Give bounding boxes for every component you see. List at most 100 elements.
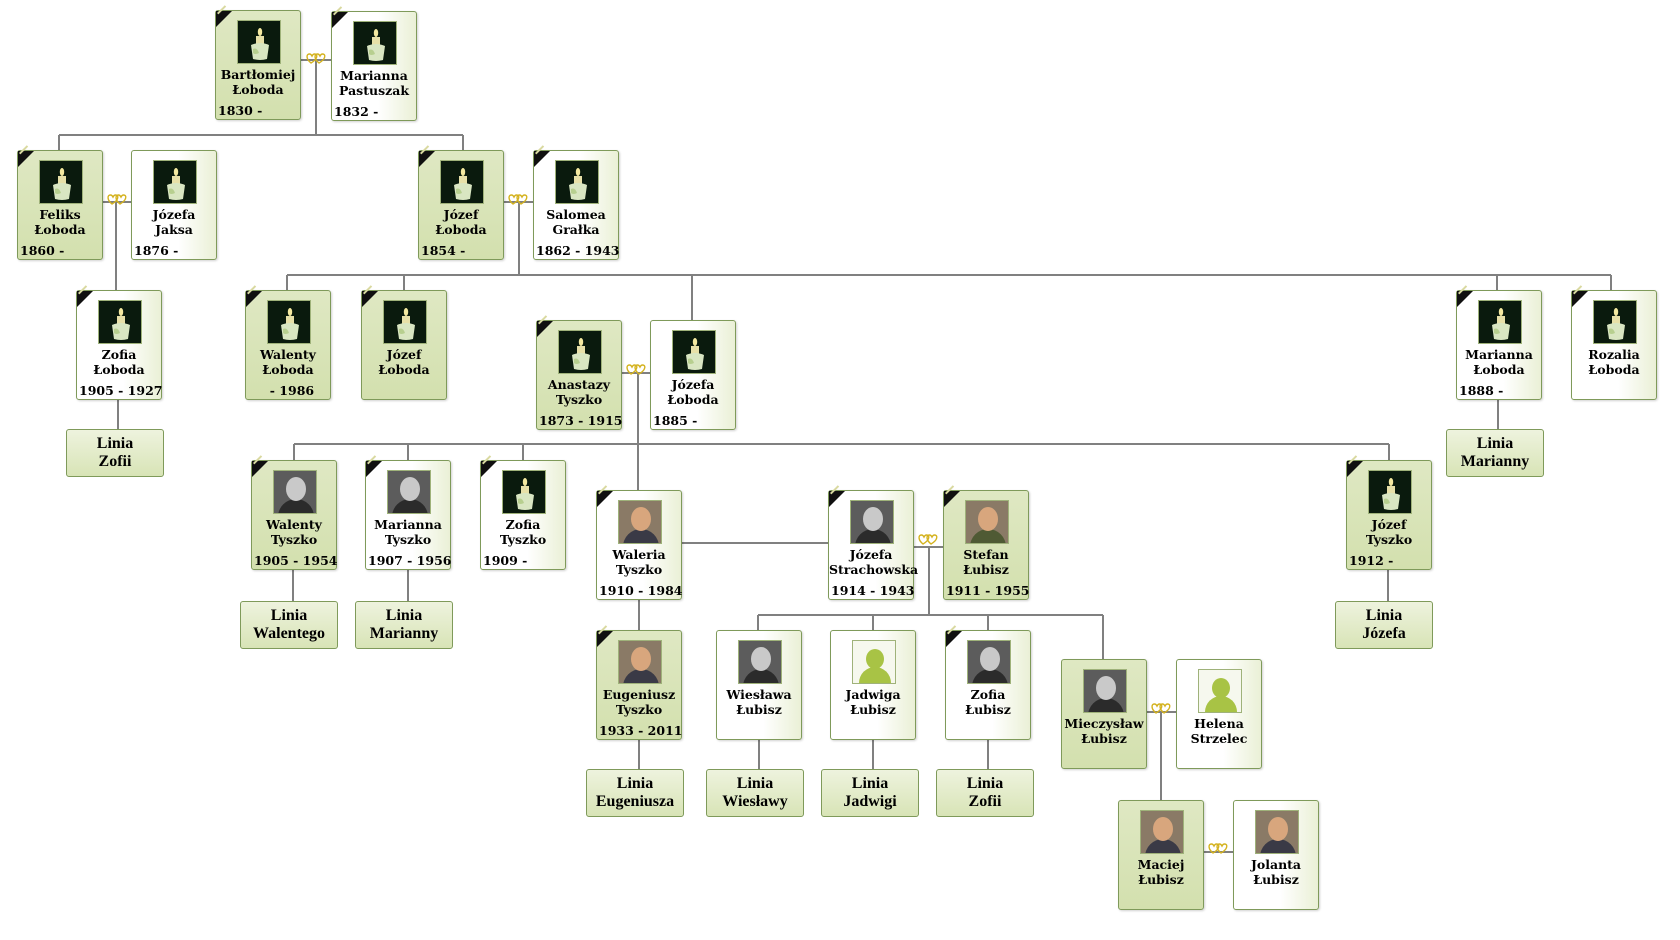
person-card-marianna-t[interactable]: Marianna Tyszko 1907 - 1956: [365, 460, 451, 570]
first-name: Anastazy: [547, 377, 611, 392]
person-card-feliks[interactable]: Feliks Łoboda 1860 -: [17, 150, 103, 260]
marriage-hearts-icon[interactable]: [1150, 700, 1172, 714]
last-name: Łoboda: [667, 392, 719, 407]
last-name: Jaksa: [155, 222, 193, 237]
life-dates: 1830 -: [218, 103, 263, 118]
person-name: Maciej Łubisz: [1119, 857, 1203, 887]
person-name: Zofia Tyszko: [481, 517, 565, 547]
person-card-jozefa-s[interactable]: Józefa Strachowska 1914 - 1943: [828, 490, 918, 600]
person-card-jozefa-j[interactable]: Józefa Jaksa 1876 -: [131, 150, 217, 260]
linia-zofii-1-button[interactable]: Linia Zofii: [66, 429, 164, 477]
person-card-zofia-l[interactable]: Zofia Łoboda 1905 - 1927: [76, 290, 162, 400]
person-card-jadwiga[interactable]: Jadwiga Łubisz: [830, 630, 916, 740]
portrait-photo[interactable]: [618, 640, 662, 684]
portrait-photo[interactable]: [1255, 810, 1299, 854]
marriage-hearts-icon[interactable]: [917, 531, 939, 545]
candle-icon: [516, 478, 534, 510]
last-name: Grałka: [552, 222, 600, 237]
marriage-hearts-icon[interactable]: [1207, 840, 1229, 854]
first-name: Bartłomiej: [220, 67, 296, 82]
first-name: Józef: [386, 347, 422, 362]
linia-walentego-button[interactable]: Linia Walentego: [240, 601, 338, 649]
person-card-jolanta[interactable]: Jolanta Łubisz: [1233, 800, 1319, 910]
candle-icon: [251, 28, 269, 60]
mourning-ribbon-icon: [216, 11, 232, 27]
person-card-wieslawa[interactable]: Wiesława Łubisz: [716, 630, 802, 740]
linia-jozefa-button[interactable]: Linia Józefa: [1335, 601, 1433, 649]
person-card-helena[interactable]: Helena Strzelec: [1176, 659, 1262, 769]
first-name: Feliks: [39, 207, 81, 222]
linia-marianny-1-button[interactable]: Linia Marianny: [1446, 429, 1544, 477]
heart-icon: [107, 194, 127, 205]
life-dates: 1905 - 1927: [79, 383, 163, 398]
linia-wieslawy-button[interactable]: Linia Wiesławy: [706, 769, 804, 817]
person-card-walenty-t[interactable]: Walenty Tyszko 1905 - 1954: [251, 460, 337, 570]
person-card-rozalia[interactable]: Rozalia Łoboda: [1571, 290, 1657, 400]
linia-marianny-2-button[interactable]: Linia Marianny: [355, 601, 453, 649]
last-name: Łoboda: [378, 362, 430, 377]
person-card-maciej[interactable]: Maciej Łubisz: [1118, 800, 1204, 910]
life-dates: 1888 -: [1459, 383, 1504, 398]
line-label: Linia: [385, 607, 423, 624]
person-card-waleria[interactable]: Waleria Tyszko 1910 - 1984: [596, 490, 682, 600]
mourning-ribbon-icon: [18, 151, 34, 167]
person-card-bartlomiej[interactable]: Bartłomiej Łoboda 1830 -: [215, 10, 301, 120]
person-card-eugeniusz[interactable]: Eugeniusz Tyszko 1933 - 2011: [596, 630, 682, 740]
person-card-anastazy[interactable]: Anastazy Tyszko 1873 - 1915: [536, 320, 622, 430]
first-name: Eugeniusz: [602, 687, 676, 702]
portrait-photo[interactable]: [1083, 669, 1127, 713]
last-name: Strzelec: [1190, 731, 1248, 746]
person-name: Józefa Jaksa: [132, 207, 216, 237]
person-card-zofia-lu[interactable]: Zofia Łubisz: [945, 630, 1031, 740]
person-name: Wiesława Łubisz: [717, 687, 801, 717]
first-name: Marianna: [340, 68, 408, 83]
person-card-marianna-p[interactable]: Marianna Pastuszak 1832 -: [331, 11, 417, 121]
person-card-jozef-t[interactable]: Józef Tyszko 1912 -: [1346, 460, 1432, 570]
portrait-photo[interactable]: [965, 500, 1009, 544]
candle-photo-icon: [502, 470, 546, 514]
person-card-jozef-l2[interactable]: Józef Łoboda: [361, 290, 447, 400]
portrait-photo[interactable]: [618, 500, 662, 544]
marriage-hearts-icon[interactable]: [106, 191, 128, 205]
portrait-photo[interactable]: [273, 470, 317, 514]
marriage-hearts-icon[interactable]: [305, 50, 327, 64]
linia-jadwigi-button[interactable]: Linia Jadwigi: [821, 769, 919, 817]
linia-eugeniusza-button[interactable]: Linia Eugeniusza: [586, 769, 684, 817]
first-name: Zofia: [101, 347, 137, 362]
avatar-placeholder-icon: [1198, 669, 1242, 713]
marriage-hearts-icon[interactable]: [625, 361, 647, 375]
portrait-photo[interactable]: [850, 500, 894, 544]
life-dates: 1862 - 1943: [536, 243, 620, 258]
person-card-zofia-t[interactable]: Zofia Tyszko 1909 -: [480, 460, 566, 570]
mourning-ribbon-icon: [246, 291, 262, 307]
life-dates: - 1986: [248, 383, 315, 398]
mourning-ribbon-icon: [362, 291, 378, 307]
first-name: Józefa: [671, 377, 715, 392]
marriage-hearts-icon[interactable]: [507, 191, 529, 205]
portrait-photo[interactable]: [738, 640, 782, 684]
person-card-mieczyslaw[interactable]: Mieczysław Łubisz: [1061, 659, 1147, 769]
life-dates: 1910 - 1984: [599, 583, 683, 598]
last-name: Tyszko: [615, 702, 663, 717]
life-dates: 1909 -: [483, 553, 528, 568]
mourning-ribbon-icon: [332, 12, 348, 28]
person-card-walenty-l[interactable]: Walenty Łoboda - 1986: [245, 290, 331, 400]
portrait-photo[interactable]: [1140, 810, 1184, 854]
person-card-stefan[interactable]: Stefan Łubisz 1911 - 1955: [943, 490, 1029, 600]
last-name: Tyszko: [1365, 532, 1413, 547]
person-name: Walenty Tyszko: [252, 517, 336, 547]
person-name: Mieczysław Łubisz: [1062, 716, 1146, 746]
person-card-jozef-l[interactable]: Józef Łoboda 1854 -: [418, 150, 504, 260]
person-card-marianna-l[interactable]: Marianna Łoboda 1888 -: [1456, 290, 1542, 400]
life-dates: 1854 -: [421, 243, 466, 258]
portrait-photo[interactable]: [387, 470, 431, 514]
first-name: Jadwiga: [845, 687, 901, 702]
person-card-salomea[interactable]: Salomea Grałka 1862 - 1943: [533, 150, 619, 260]
portrait-photo[interactable]: [967, 640, 1011, 684]
line-label: Linia: [1476, 435, 1514, 452]
linia-zofii-2-button[interactable]: Linia Zofii: [936, 769, 1034, 817]
mourning-ribbon-icon: [252, 461, 268, 477]
person-name: Anastazy Tyszko: [537, 377, 621, 407]
last-name: Tyszko: [615, 562, 663, 577]
person-card-jozefa-l[interactable]: Józefa Łoboda 1885 -: [650, 320, 736, 430]
